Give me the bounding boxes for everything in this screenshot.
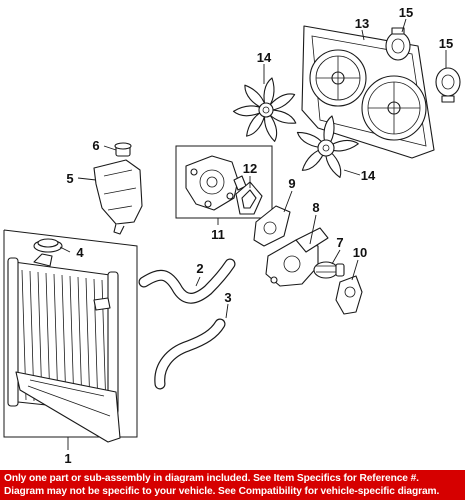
callout-12: 12 bbox=[243, 161, 257, 176]
disclaimer-line-1: Only one part or sub-assembly in diagram… bbox=[4, 473, 419, 484]
fan-blade-lower bbox=[296, 115, 359, 178]
callout-7: 7 bbox=[336, 235, 343, 250]
thermostat-gasket bbox=[253, 205, 291, 247]
parts-diagram: 1 2 3 4 5 6 7 8 9 10 11 12 13 14 14 15 1… bbox=[3, 5, 461, 466]
leader-lines bbox=[59, 18, 447, 450]
callout-4: 4 bbox=[76, 245, 84, 260]
callout-8: 8 bbox=[312, 200, 319, 215]
disclaimer-banner: Only one part or sub-assembly in diagram… bbox=[0, 470, 465, 500]
callout-2: 2 bbox=[196, 261, 203, 276]
coolant-reservoir bbox=[93, 159, 143, 235]
callout-9: 9 bbox=[288, 176, 295, 191]
radiator-cap bbox=[33, 238, 63, 253]
callout-1: 1 bbox=[64, 451, 71, 466]
radiator-lower-rail bbox=[15, 371, 121, 443]
callout-11: 11 bbox=[211, 227, 225, 242]
fan-shroud bbox=[301, 25, 435, 159]
water-inlet bbox=[335, 275, 363, 315]
reservoir-cap bbox=[114, 142, 132, 157]
thermostat bbox=[313, 261, 345, 279]
fan-blade-upper bbox=[232, 77, 297, 142]
callout-14-lower: 14 bbox=[361, 168, 376, 183]
callout-13: 13 bbox=[355, 16, 369, 31]
water-pump-box bbox=[175, 145, 273, 219]
callout-5: 5 bbox=[66, 171, 73, 186]
radiator-bracket-box bbox=[3, 229, 138, 438]
callout-15-upper: 15 bbox=[399, 5, 413, 20]
radiator-assembly bbox=[3, 229, 138, 443]
disclaimer-line-2: Diagram may not be specific to your vehi… bbox=[4, 486, 440, 497]
callout-15-right: 15 bbox=[439, 36, 453, 51]
water-pump-assembly bbox=[175, 145, 273, 219]
thermostat-housing bbox=[265, 227, 329, 287]
callout-6: 6 bbox=[92, 138, 99, 153]
fan-motor-upper bbox=[385, 27, 411, 61]
water-pump-gasket bbox=[235, 181, 263, 215]
callout-14-upper: 14 bbox=[257, 50, 272, 65]
fan-motor-right bbox=[435, 67, 461, 103]
callout-10: 10 bbox=[353, 245, 367, 260]
callout-3: 3 bbox=[224, 290, 231, 305]
